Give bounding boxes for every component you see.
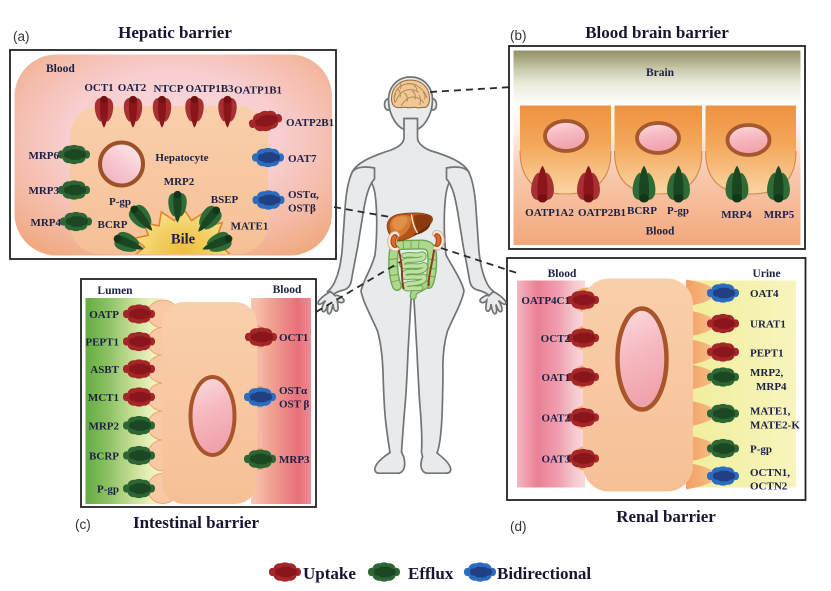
svg-text:(a): (a) xyxy=(13,29,30,44)
svg-text:OSTα: OSTα xyxy=(279,385,308,397)
svg-text:(b): (b) xyxy=(510,28,527,43)
svg-text:NTCP: NTCP xyxy=(154,83,184,95)
svg-text:OAT4: OAT4 xyxy=(750,288,779,300)
svg-text:OATP1A2: OATP1A2 xyxy=(525,207,574,219)
svg-text:OAT2: OAT2 xyxy=(118,82,147,94)
svg-text:(d): (d) xyxy=(510,519,527,534)
svg-text:MRP4: MRP4 xyxy=(721,209,752,221)
svg-text:Hepatocyte: Hepatocyte xyxy=(155,152,208,164)
svg-text:OAT1: OAT1 xyxy=(541,372,570,384)
svg-text:OCT1: OCT1 xyxy=(279,332,308,344)
svg-text:OATP4C1: OATP4C1 xyxy=(521,295,570,307)
svg-text:MRP3: MRP3 xyxy=(28,185,59,197)
svg-text:Blood: Blood xyxy=(273,284,302,296)
svg-text:OSTβ: OSTβ xyxy=(288,203,316,215)
svg-text:P-gp: P-gp xyxy=(97,484,119,496)
svg-text:MATE1: MATE1 xyxy=(231,221,269,233)
svg-text:MRP2: MRP2 xyxy=(164,176,195,188)
svg-text:Intestinal barrier: Intestinal barrier xyxy=(133,513,260,532)
svg-text:ASBT: ASBT xyxy=(90,364,119,376)
svg-text:Uptake: Uptake xyxy=(303,564,356,583)
svg-text:OATP2B1: OATP2B1 xyxy=(578,207,626,219)
svg-text:Brain: Brain xyxy=(646,67,675,79)
svg-text:BCRP: BCRP xyxy=(98,219,128,231)
svg-text:MATE2-K: MATE2-K xyxy=(750,420,800,432)
svg-text:OATP2B1: OATP2B1 xyxy=(286,117,334,129)
svg-text:BSEP: BSEP xyxy=(211,194,239,206)
svg-text:Blood: Blood xyxy=(548,268,577,280)
svg-text:Blood: Blood xyxy=(46,63,75,75)
svg-text:PEPT1: PEPT1 xyxy=(85,337,119,349)
svg-text:OCT2: OCT2 xyxy=(541,333,571,345)
svg-text:Urine: Urine xyxy=(752,268,780,280)
svg-text:P-gp: P-gp xyxy=(667,205,689,217)
svg-text:OCTN1,: OCTN1, xyxy=(750,467,790,479)
svg-text:BCRP: BCRP xyxy=(627,205,657,217)
svg-text:MRP3: MRP3 xyxy=(279,454,310,466)
svg-text:MRP4: MRP4 xyxy=(30,217,61,229)
svg-text:OATP: OATP xyxy=(89,309,119,321)
svg-text:OAT3: OAT3 xyxy=(541,454,570,466)
svg-text:OATP1B1: OATP1B1 xyxy=(234,85,282,97)
svg-text:MRP2,: MRP2, xyxy=(750,367,784,379)
svg-text:MATE1,: MATE1, xyxy=(750,406,791,418)
svg-text:Blood: Blood xyxy=(646,226,675,238)
svg-text:(c): (c) xyxy=(75,517,91,532)
svg-text:OCT1: OCT1 xyxy=(84,82,113,94)
svg-text:Efflux: Efflux xyxy=(408,564,454,583)
svg-text:MRP6: MRP6 xyxy=(28,150,59,162)
svg-text:MRP2: MRP2 xyxy=(88,421,119,433)
svg-text:OATP1B3: OATP1B3 xyxy=(185,83,234,95)
svg-text:MRP5: MRP5 xyxy=(764,209,795,221)
svg-text:Hepatic barrier: Hepatic barrier xyxy=(118,23,232,42)
svg-text:MRP4: MRP4 xyxy=(756,381,787,393)
svg-text:Renal barrier: Renal barrier xyxy=(616,507,716,526)
svg-text:P-gp: P-gp xyxy=(109,196,131,208)
svg-text:Blood brain barrier: Blood brain barrier xyxy=(585,23,729,42)
svg-text:BCRP: BCRP xyxy=(89,451,119,463)
svg-text:OAT2: OAT2 xyxy=(541,413,570,425)
svg-text:Bile: Bile xyxy=(171,232,196,248)
svg-text:P-gp: P-gp xyxy=(750,444,772,456)
svg-text:OST β: OST β xyxy=(279,399,310,411)
svg-text:MCT1: MCT1 xyxy=(88,392,119,404)
svg-text:OAT7: OAT7 xyxy=(288,153,317,165)
svg-text:URAT1: URAT1 xyxy=(750,319,786,331)
svg-text:PEPT1: PEPT1 xyxy=(750,348,784,360)
svg-text:OCTN2: OCTN2 xyxy=(750,481,788,493)
svg-text:Bidirectional: Bidirectional xyxy=(497,564,591,583)
svg-text:OSTα,: OSTα, xyxy=(288,189,319,201)
svg-text:Lumen: Lumen xyxy=(97,285,133,297)
